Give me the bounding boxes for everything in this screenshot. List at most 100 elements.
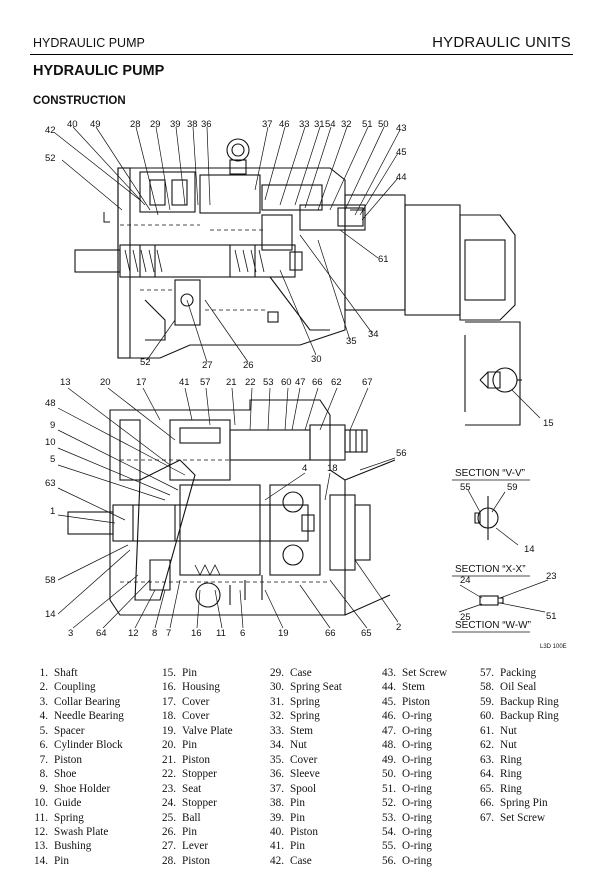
legend-item: 53.O-ring	[374, 811, 447, 825]
legend-item-label: Ring	[500, 768, 522, 781]
legend-item-number: 20.	[162, 739, 176, 752]
legend-item-label: Pin	[182, 739, 197, 752]
legend-item-number: 53.	[382, 811, 396, 824]
legend-item: 61.Nut	[472, 724, 559, 738]
legend-item-label: Shaft	[54, 667, 78, 679]
legend-item-label: O-ring	[402, 854, 432, 867]
legend-item-label: Cover	[182, 710, 210, 723]
callout: 56	[396, 448, 407, 459]
section-xx-label: SECTION “X-X”	[455, 564, 526, 575]
legend-item: 35.Cover	[262, 753, 342, 767]
legend-item-label: Pin	[290, 840, 305, 853]
legend-item: 45.Piston	[374, 695, 447, 709]
legend-item-number: 58.	[480, 681, 494, 694]
legend-item-label: Spring	[290, 695, 320, 708]
callout: 13	[60, 377, 71, 388]
legend-item-label: O-ring	[402, 825, 432, 838]
legend-item-label: Spool	[290, 782, 317, 795]
callout: 51	[546, 611, 557, 622]
legend-item: 29.Case	[262, 666, 342, 680]
section-xx-detail	[467, 489, 519, 546]
callout: 6	[240, 628, 245, 639]
legend-item-label: O-ring	[402, 710, 432, 723]
legend-item: 59.Backup Ring	[472, 695, 559, 709]
legend-item-number: 18.	[162, 710, 176, 723]
callout: 52	[140, 357, 151, 368]
legend-item-label: Cover	[182, 695, 210, 708]
callout: 12	[128, 628, 139, 639]
header-rule	[30, 54, 573, 55]
legend-item-number: 42.	[270, 854, 284, 867]
legend-item: 64.Ring	[472, 767, 559, 781]
callout: 62	[331, 377, 342, 388]
legend-item-number: 24.	[162, 797, 176, 810]
legend-item: 14.Pin	[30, 854, 124, 868]
legend-item: 1. Shaft	[30, 666, 124, 680]
legend-item-number: 44.	[382, 681, 396, 694]
legend-item: 3.Collar Bearing	[30, 695, 124, 709]
legend-item-number: 47.	[382, 724, 396, 737]
callout: 14	[524, 544, 535, 555]
callout: 39	[170, 119, 181, 130]
callout: 43	[396, 123, 407, 134]
legend-item-number: 36.	[270, 768, 284, 781]
legend-item-number: 43.	[382, 667, 396, 679]
legend-item-label: Pin	[182, 825, 197, 838]
legend-item-label: Pin	[182, 667, 197, 679]
legend-item: 56. O-ring	[374, 854, 447, 868]
legend-item-number: 25.	[162, 811, 176, 824]
callout: 49	[90, 119, 101, 130]
callout: 31	[314, 119, 325, 130]
header-section-label: HYDRAULIC PUMP	[33, 36, 145, 50]
legend-item: 16.Housing	[154, 680, 233, 694]
callout: 61	[378, 254, 389, 265]
legend-item-label: Set Screw	[402, 667, 448, 679]
callout: 59	[507, 482, 518, 493]
legend-item-number: 38.	[270, 797, 284, 810]
legend-item: 55.O-ring	[374, 839, 447, 853]
legend-item-label: Piston	[182, 854, 210, 867]
callout: 51	[362, 119, 373, 130]
upper-callouts: 42 40 49 28 29 39 38 36 37 46 33 31 54 3…	[45, 119, 407, 371]
legend-item-label: O-ring	[402, 739, 432, 752]
legend-item: 40.Piston	[262, 825, 342, 839]
legend-item: 51.O-ring	[374, 782, 447, 796]
legend-item: 2.Coupling	[30, 680, 124, 694]
callout: 26	[243, 360, 254, 371]
legend-item-label: Pin	[290, 811, 305, 824]
legend-item-number: 21.	[162, 753, 176, 766]
legend-item-number: 1.	[39, 667, 48, 679]
legend-item-number: 27.	[162, 840, 176, 853]
legend-item: 52.O-ring	[374, 796, 447, 810]
legend-item-label: Needle Bearing	[54, 710, 124, 723]
legend-item-label: Spring Seat	[290, 681, 342, 694]
legend-item-number: 66.	[480, 797, 494, 810]
legend-item-number: 11.	[34, 811, 48, 824]
legend-item-number: 19.	[162, 724, 176, 737]
legend-item: 46.O-ring	[374, 709, 447, 723]
legend-item-label: Spring	[290, 710, 320, 723]
callout: 30	[311, 354, 322, 365]
legend-item-number: 34.	[270, 739, 284, 752]
legend-item-label: Piston	[54, 753, 82, 766]
page-title: HYDRAULIC PUMP	[33, 63, 165, 79]
callout: 29	[150, 119, 161, 130]
callout: 64	[96, 628, 107, 639]
legend-item: 60.Backup Ring	[472, 709, 559, 723]
lower-callouts: 13 20 17 41 57 21 22 53 60 47 66 62 67 4…	[45, 377, 554, 639]
callout: 15	[543, 418, 554, 429]
legend-item: 19.Valve Plate	[154, 724, 233, 738]
section-ww-detail	[458, 579, 549, 613]
legend-item-label: Shoe	[54, 768, 77, 781]
legend-item: 63.Ring	[472, 753, 559, 767]
legend-item-label: O-ring	[402, 782, 432, 795]
legend-item-number: 33.	[270, 724, 284, 737]
legend-item-number: 56.	[382, 854, 396, 867]
legend-item-number: 62.	[480, 739, 494, 752]
upper-pump-cross-section	[74, 138, 516, 359]
callout: 5	[50, 454, 55, 465]
legend-item-label: O-ring	[402, 840, 432, 853]
